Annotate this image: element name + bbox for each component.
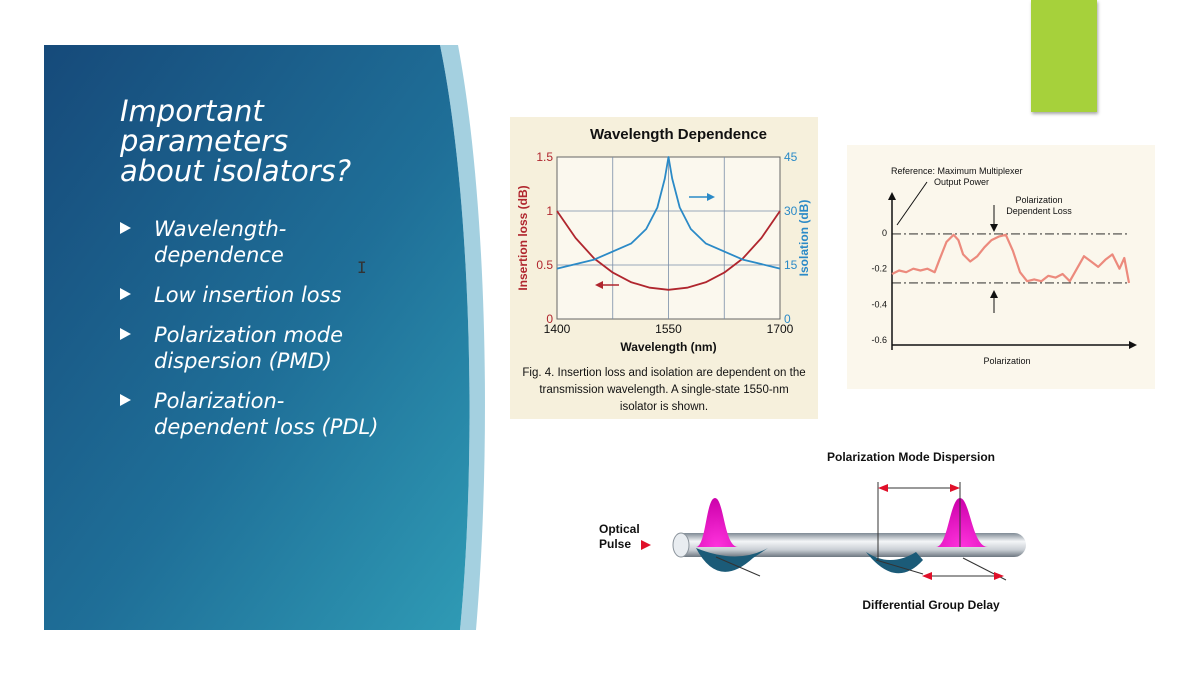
chart-title: Wavelength Dependence [590,126,767,143]
pdl-arrow-down-icon [990,224,998,232]
pdl-y-tick-label: -0.2 [871,264,887,274]
input-arrow-icon [641,540,651,550]
bullet-item: Polarization-dependent loss (PDL) [120,388,440,440]
pulse-shadow-right [866,552,923,574]
bullet-text: Wavelength- [154,217,287,241]
pdl-y-tick-label: -0.6 [871,335,887,345]
text-cursor-icon: I [357,258,367,277]
x-tick-label: 1550 [655,322,682,336]
slide-panel-edge [440,45,485,630]
triangle-bullet-icon [120,288,131,300]
wavelength-chart: Wavelength Dependence 0 0.5 1 1.5 0 15 30 45 1400… [516,126,811,354]
wavelength-dependence-figure: Wavelength Dependence 0 0.5 1 1.5 0 15 30 45 1400… [510,117,818,419]
caption-line: isolator is shown. [619,401,709,413]
optical-pulse-label-line-2: Pulse [599,537,631,551]
y2-tick-label: 45 [784,150,798,164]
caption-line: Fig. 4. Insertion loss and isolation are… [522,367,806,379]
y-axis-label: Insertion loss (dB) [516,185,530,290]
slide-title-line: parameters [120,124,289,158]
pdl-chart: 0 -0.2 -0.4 -0.6 Reference: Maximum Multiple… [871,166,1137,366]
bullet-text: Polarization mode [154,323,344,347]
x-axis-label: Wavelength (nm) [620,340,716,354]
bullet-item: Low insertion loss [120,282,440,308]
slide-title-line: about isolators? [120,154,352,188]
insertion-loss-series-line [556,210,781,291]
y-tick-label: 0 [546,312,553,326]
pmd-diagram: Polarization Mode Dispersion Optical Pul… [599,450,1026,612]
pulse-shadow-left [696,548,768,572]
reference-label-line: Reference: Maximum Multiplexer [891,166,1023,176]
pdl-label-line: Polarization [1015,195,1062,205]
y2-tick-label: 0 [784,312,791,326]
loss-arrow-icon [595,281,603,289]
pdl-y-tick-label: -0.4 [871,299,887,309]
pdl-figure: 0 -0.2 -0.4 -0.6 Reference: Maximum Multiple… [847,145,1155,389]
pdl-y-tick-label: 0 [882,228,887,238]
bullet-text: Low insertion loss [154,283,342,307]
pdl-series-line [891,233,1131,284]
y2-axis-label: Isolation (dB) [797,200,811,277]
bullet-text: dependence [154,243,284,267]
caption-line: transmission wavelength. A single-state … [539,384,789,396]
axis-line-right [875,559,924,575]
bullet-text: dependent loss (PDL) [154,415,379,439]
figure-caption: Fig. 4. Insertion loss and isolation are… [510,365,818,416]
bottom-arrow-right-icon [994,572,1004,580]
top-arrow-left-icon [878,484,888,492]
y-axis-arrow-icon [888,192,896,200]
pmd-title: Polarization Mode Dispersion [827,450,995,464]
pdl-x-axis-label: Polarization [983,356,1030,366]
pmd-figure: Polarization Mode Dispersion Optical Pul… [578,440,1038,620]
pdl-arrow-up-icon [990,290,998,298]
triangle-bullet-icon [120,328,131,340]
y2-tick-label: 30 [784,204,798,218]
slide-panel-body [44,45,470,630]
pdl-label-line: Dependent Loss [1006,206,1072,216]
dgd-label: Differential Group Delay [862,598,1000,612]
bullet-text: dispersion (PMD) [154,349,332,373]
fiber-end [672,532,690,558]
y-tick-label: 1 [546,204,553,218]
bottom-arrow-left-icon [922,572,932,580]
isolation-series-line [556,156,781,270]
bullet-item: Wavelength-dependence [120,216,440,268]
triangle-bullet-icon [120,222,131,234]
fiber [673,533,1026,557]
optical-pulse-label-line-1: Optical [599,522,640,536]
bullet-text: Polarization- [154,389,285,413]
y2-tick-label: 15 [784,258,798,272]
optical-pulse-label: Optical Pulse [599,522,643,551]
x-tick-label: 1700 [767,322,794,336]
isolation-arrow-icon [707,193,715,201]
x-tick-label: 1400 [544,322,571,336]
output-pulse [936,498,988,547]
axis-line-left [715,556,761,577]
x-axis-arrow-icon [1129,341,1137,349]
reference-pointer-line [896,181,928,226]
y-tick-label: 0.5 [536,258,553,272]
reference-label-line: Output Power [934,177,989,187]
top-arrow-right-icon [950,484,960,492]
y-tick-label: 1.5 [536,150,553,164]
input-pulse [696,498,738,547]
triangle-bullet-icon [120,394,131,406]
accent-block [1031,0,1097,112]
slide-title-line: Important [120,94,264,128]
